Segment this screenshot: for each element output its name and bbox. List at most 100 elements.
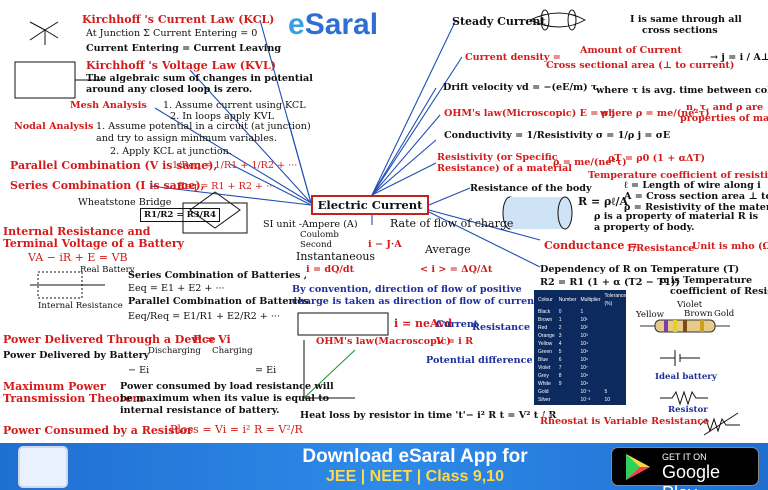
power-battery-title: Power Delivered by Battery	[3, 350, 150, 361]
connector-lines	[14, 9, 740, 436]
table-cell: 3	[558, 333, 562, 339]
max-power-text1: Power consumed by load resistance will	[120, 381, 334, 392]
store-small-text: GET IT ON	[662, 452, 707, 462]
kcl-line2: Current Entering = Current Leaving	[86, 43, 282, 54]
color-code-table: Colour Number Multiplier Tolerance (%) B…	[534, 290, 629, 419]
resistivity-title1: Resistivity (or Specific	[437, 152, 558, 163]
max-power-text2: be maximum when its value is equal to	[120, 393, 330, 404]
table-cell	[603, 324, 629, 332]
internal-title1: Internal Resistance and	[3, 225, 151, 238]
table-header-cell: Tolerance (%)	[604, 293, 627, 307]
internal-title2: Terminal Voltage of a Battery	[3, 237, 185, 250]
steady-current: Steady Current	[452, 15, 546, 28]
drift-note: where τ is avg. time between collisions	[596, 85, 768, 96]
alpha-note1: α is Temperature	[660, 275, 753, 286]
l-definition: ℓ = Length of wire along i	[624, 180, 761, 191]
kvl-title: Kirchhoff 's Voltage Law (KVL)	[86, 59, 276, 72]
table-cell: 10⁴	[580, 341, 589, 347]
current-density-num: Amount of Current	[580, 45, 682, 56]
table-cell: Blue	[538, 357, 549, 363]
table-cell: Grey	[538, 373, 549, 379]
table-header-cell: Colour	[538, 297, 553, 303]
discharging-eq: − Ei	[128, 365, 150, 376]
table-cell: 1	[558, 317, 562, 323]
phone-illustration	[18, 446, 68, 488]
real-battery-label: Real Battery	[80, 265, 135, 275]
conductivity: Conductivity = 1/Resistivity σ = 1/ρ j =…	[444, 130, 671, 141]
table-header-row: Colour Number Multiplier Tolerance (%)	[536, 292, 628, 308]
nodal-step1: 1. Assume potential in a circuit (at jun…	[96, 121, 311, 132]
mesh-step2: 2. In loops apply KVL	[170, 111, 274, 122]
store-big-text: Google Play	[662, 462, 721, 490]
table-cell	[603, 380, 629, 388]
rho-definition: ρ = Resistivity of the material	[624, 202, 768, 213]
parallel-title: Parallel Combination (V is same),	[10, 159, 218, 172]
dependency-eq: R2 = R1 (1 + α (T2 − T1))	[540, 277, 680, 288]
instantaneous-label: Instantaneous	[296, 250, 376, 263]
table-cell	[557, 404, 579, 420]
resistivity-eq: ρ = me/(ne²τ)	[553, 157, 627, 168]
table-cell: 7	[558, 365, 562, 371]
table-cell	[603, 340, 629, 348]
steady-note1: I is same through all	[630, 14, 742, 25]
esaral-logo: eSaral	[288, 8, 379, 41]
table-cell: 8	[558, 373, 562, 379]
series-eq: Req = R1 + R2 + ···	[178, 181, 276, 192]
charging-label: Charging	[212, 346, 253, 356]
steady-note2: cross sections	[642, 25, 718, 36]
conductance-unit: Unit is mho (Ω⁻¹)	[692, 241, 768, 252]
coulomb-label: Coulomb	[300, 230, 339, 240]
resistance-body: Resistance of the body	[470, 183, 592, 194]
table-cell	[603, 348, 629, 356]
table-cell: Violet	[538, 365, 551, 371]
table-cell: Gold	[538, 389, 549, 395]
rho-property1: ρ is a property of material R is	[594, 211, 759, 222]
mesh-step1: 1. Assume current using KCL	[163, 100, 306, 111]
ohm-micro-note1: n, τ, and ρ are	[686, 102, 764, 113]
nodal-step2: 2. Apply KCL at junction.	[110, 146, 232, 157]
table-cell	[603, 332, 629, 340]
heat-loss: Heat loss by resistor in time 't'− i² R …	[300, 410, 557, 421]
ohm-micro-where: where ρ = me/(ne²τ)	[600, 108, 710, 119]
table-cell: 1	[580, 309, 584, 315]
google-play-button[interactable]: GET IT ON Google Play	[611, 447, 759, 490]
average-eq: < i > = ΔQ/Δt	[420, 264, 493, 275]
series-title: Series Combination (I is same),	[10, 179, 205, 192]
series-battery-title: Series Combination of Batteries ,	[128, 270, 308, 281]
table-cell: Black	[538, 309, 551, 315]
parallel-battery-title: Parallel Combination of Batteries	[128, 296, 309, 307]
a-definition: A = Cross section area ⊥ to i	[624, 191, 768, 202]
max-power-title1: Maximum Power	[3, 380, 106, 393]
nodal-title: Nodal Analysis	[14, 121, 94, 132]
conductance-eq: 1/Resistance	[626, 243, 695, 254]
potential-difference: Potential difference	[426, 355, 533, 366]
si-unit: SI unit -Ampere (A)	[263, 219, 358, 230]
table-cell: 5	[558, 349, 562, 355]
table-cell: 10	[604, 397, 611, 403]
internal-eq: VA − iR + E = VB	[28, 251, 128, 264]
current-density-result: → j = i / A⊥	[710, 52, 768, 63]
wheatstone-label: Wheatstone Bridge	[78, 197, 172, 208]
table-cell: 10²	[580, 325, 588, 331]
current-density-den: Cross sectional area (⊥ to current)	[546, 60, 735, 71]
ohm-macro-title: OHM's law(Macroscopic)	[316, 336, 451, 347]
table-cell: 10³	[580, 333, 588, 339]
resistivity-title2: Resistance) of a material	[437, 163, 572, 174]
table-cell: Yellow	[538, 341, 553, 347]
power-resistor-eq: Ploss = Vi = i² R = V²/R	[170, 423, 303, 436]
drift-current-eq: i = neAvd	[394, 317, 453, 330]
kcl-title: Kirchhoff 's Current Law (KCL)	[82, 13, 275, 26]
table-cell	[603, 308, 629, 316]
table-cell: 10⁻²	[580, 397, 591, 403]
kvl-line2: around any closed loop is zero.	[86, 84, 253, 95]
table-cell: 20	[604, 409, 611, 415]
parallel-battery-eq: Eeq/Req = E1/R1 + E2/R2 + ···	[128, 311, 280, 322]
